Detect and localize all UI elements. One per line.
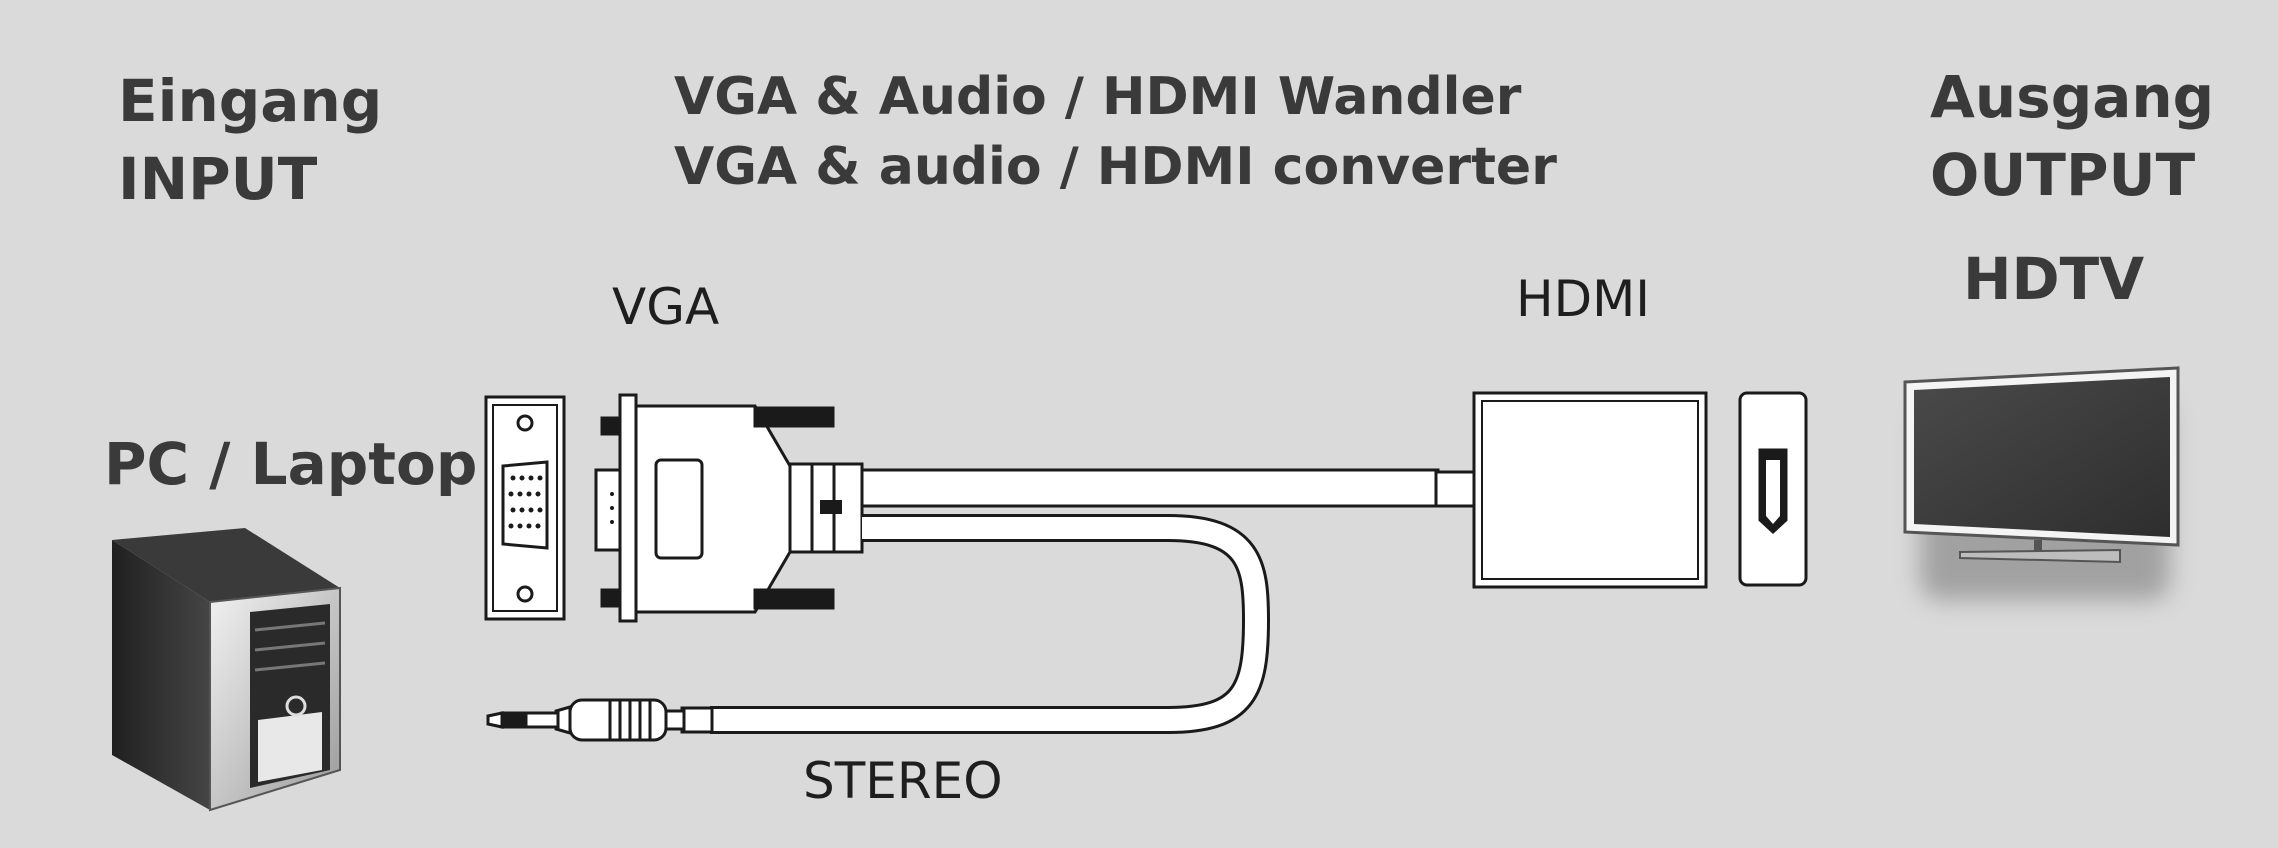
stereo-label: STEREO [803, 752, 1003, 810]
hdmi-port-icon [1738, 391, 1808, 587]
input-label-en: INPUT [118, 145, 318, 213]
title-de: VGA & Audio / HDMI Wandler [674, 67, 1522, 127]
vga-hdmi-cable [860, 468, 1476, 508]
stereo-jack-icon [486, 698, 714, 742]
vga-port-icon [484, 395, 566, 621]
audio-cable [710, 514, 1271, 734]
vga-label: VGA [612, 278, 720, 336]
output-label-de: Ausgang [1930, 63, 2215, 131]
output-label-en: OUTPUT [1930, 141, 2196, 209]
pc-tower-icon [112, 528, 341, 812]
input-label-de: Eingang [118, 67, 383, 135]
hdmi-converter-box [1472, 391, 1708, 589]
pc-label: PC / Laptop [104, 430, 478, 498]
tv-icon [1903, 366, 2180, 600]
hdmi-label: HDMI [1516, 270, 1650, 328]
vga-plug-icon [594, 393, 864, 623]
title-en: VGA & audio / HDMI converter [674, 137, 1557, 197]
hdtv-label: HDTV [1963, 245, 2145, 313]
